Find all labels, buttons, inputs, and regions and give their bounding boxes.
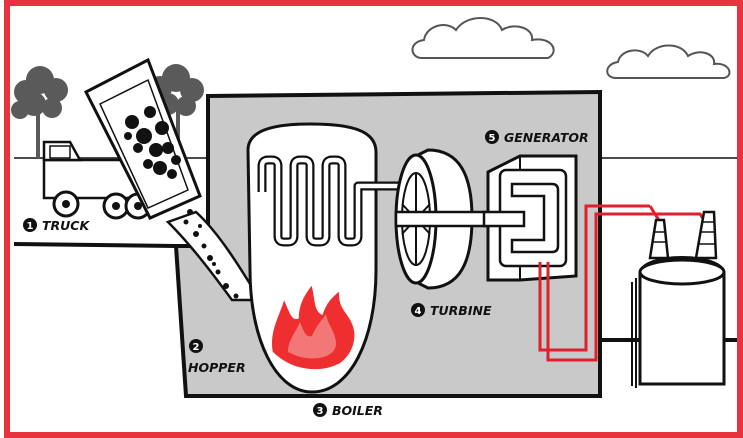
label-generator-text: GENERATOR xyxy=(504,130,589,145)
label-turbine-text: TURBINE xyxy=(430,303,492,318)
label-truck-number: 1 xyxy=(27,221,34,232)
label-truck: 1 TRUCK xyxy=(23,218,90,233)
label-hopper-number: 2 xyxy=(193,342,200,353)
ground-line xyxy=(14,244,176,246)
label-boiler: 3 BOILER xyxy=(313,403,383,418)
cloud-icon xyxy=(413,18,554,58)
label-boiler-number: 3 xyxy=(317,406,324,417)
transformer-icon xyxy=(632,212,724,388)
cloud-icon xyxy=(607,46,729,79)
label-hopper-text: HOPPER xyxy=(188,360,246,375)
label-turbine-number: 4 xyxy=(415,306,422,317)
label-generator-number: 5 xyxy=(489,133,496,144)
generator-icon xyxy=(484,156,576,280)
label-boiler-text: BOILER xyxy=(332,403,383,418)
label-truck-text: TRUCK xyxy=(42,218,90,233)
